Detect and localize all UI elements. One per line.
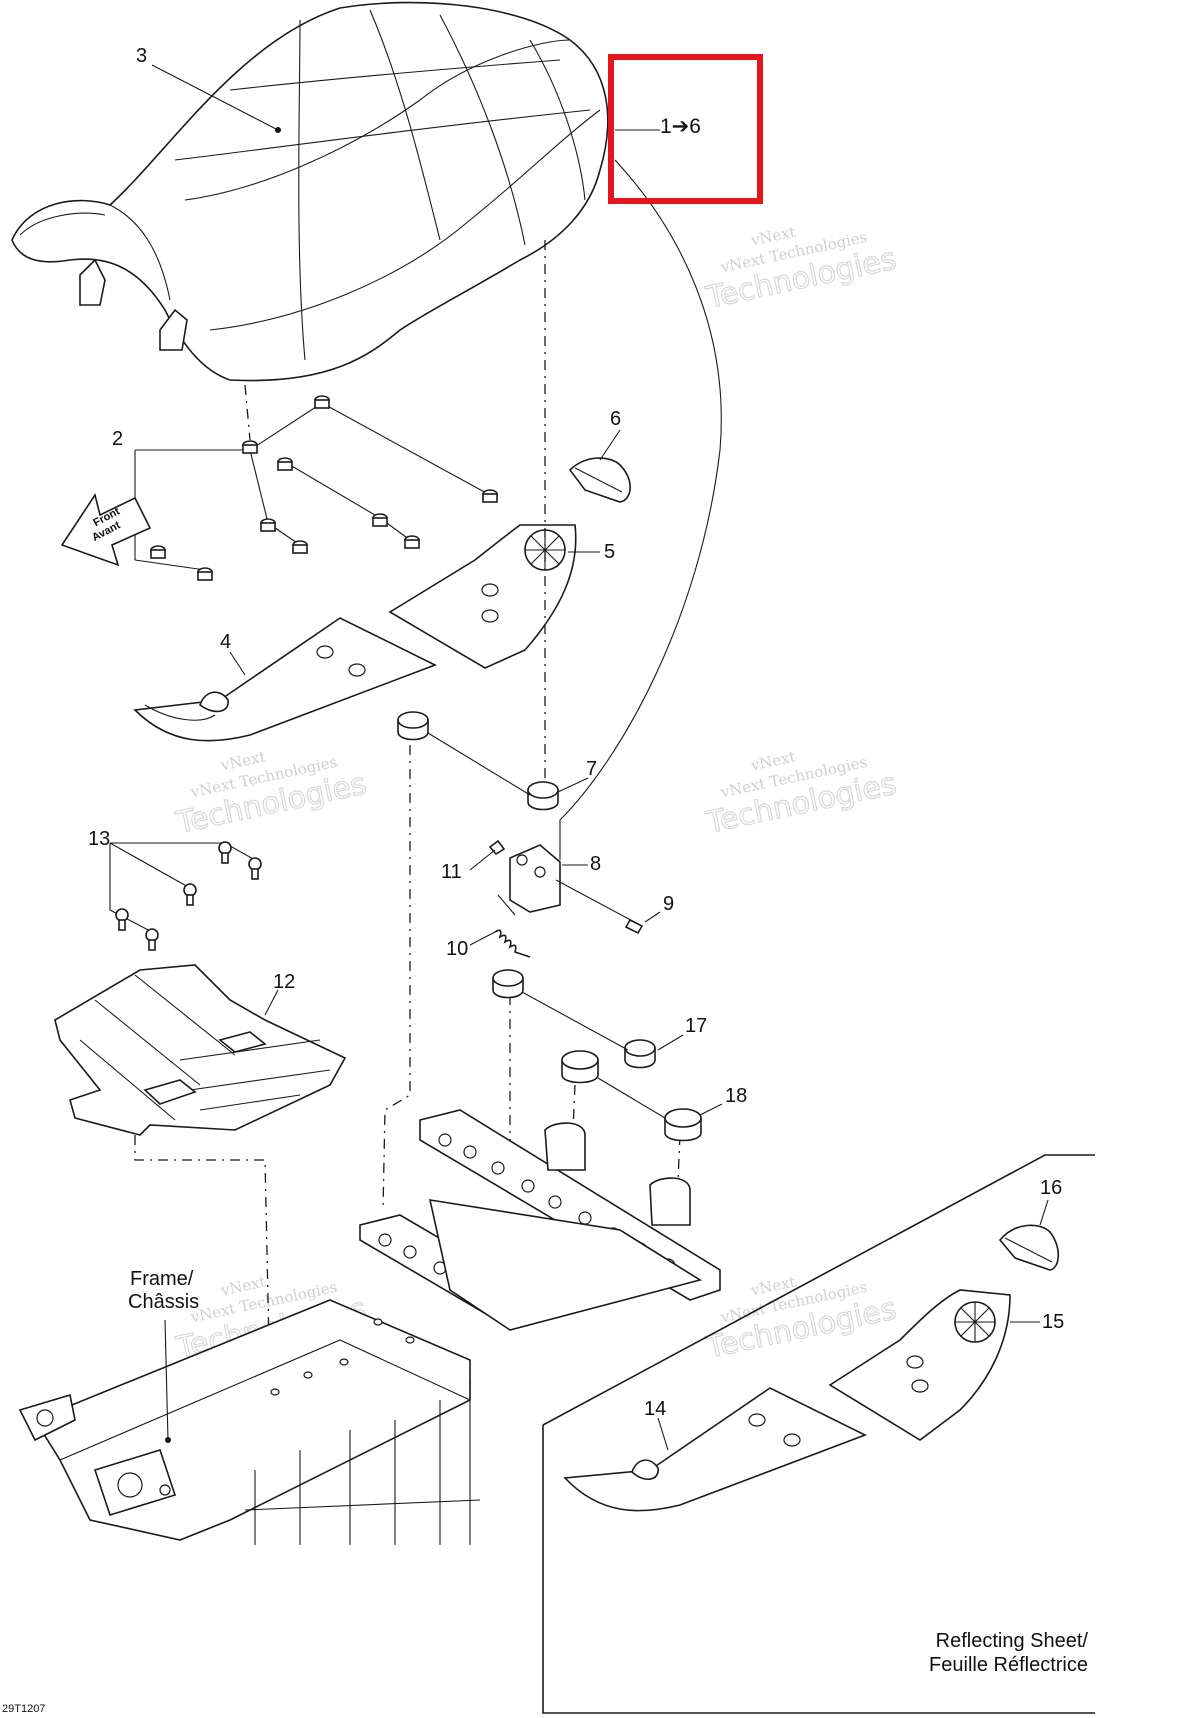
callout-18: 18 (725, 1085, 747, 1107)
callout-numbers: 3 2 6 5 4 7 13 8 11 9 10 12 17 18 16 15 … (88, 45, 1064, 1420)
skid-leader (134, 1135, 271, 1391)
callout-17: 17 (685, 1015, 707, 1037)
latch-assembly (488, 159, 722, 958)
callout-8: 8 (590, 853, 601, 875)
callout-9: 9 (663, 893, 674, 915)
callout-15: 15 (1042, 1311, 1064, 1333)
callout-2: 2 (112, 428, 123, 450)
reflecting-plate-5 (388, 524, 577, 669)
callout-1-6: 1➔6 (660, 115, 701, 138)
grommet-part-18 (561, 1050, 702, 1142)
callout-10: 10 (446, 938, 468, 960)
watermark-3: vNext vNext Technologies Technologies (172, 748, 370, 842)
nut-part-7 (397, 711, 559, 811)
callout-4: 4 (220, 631, 231, 653)
reflecting-plate-14 (563, 1387, 868, 1512)
reflecting-plate-4 (133, 617, 438, 742)
assembly-dash-lines (244, 240, 681, 1211)
skid-plate-12 (54, 964, 347, 1136)
watermark-6: vNext vNext Technologies Technologies (702, 1273, 900, 1367)
highlight-callout: 1➔6 (608, 54, 763, 204)
seat-part (11, 1, 609, 382)
bolt-group-13 (109, 841, 262, 951)
nut-part-17 (492, 969, 656, 1069)
frame-part (18, 1109, 721, 1545)
watermark-4: vNext vNext Technologies Technologies (702, 748, 900, 842)
frame-label-line2: Châssis (128, 1291, 199, 1313)
callout-16: 16 (1040, 1177, 1062, 1199)
cap-part-6 (568, 457, 631, 503)
frame-label-line1: Frame/ (130, 1268, 194, 1290)
callout-7: 7 (586, 758, 597, 780)
front-arrow: Front Avant (60, 493, 152, 567)
callout-13: 13 (88, 828, 110, 850)
callout-6: 6 (610, 408, 621, 430)
callout-11: 11 (441, 861, 462, 883)
doc-code: 29T1207 (2, 1703, 45, 1715)
callout-12: 12 (273, 971, 295, 993)
callout-14: 14 (644, 1398, 666, 1420)
reflect-label-line2: Feuille Réflectrice (929, 1654, 1088, 1676)
watermark-2: vNext vNext Technologies Technologies (702, 223, 900, 317)
cap-part-16 (998, 1224, 1060, 1271)
reflecting-plate-15 (828, 1289, 1011, 1441)
leader-lines (151, 64, 1049, 1451)
reflect-label-line1: Reflecting Sheet/ (936, 1630, 1089, 1652)
callout-5: 5 (604, 541, 615, 563)
reflecting-sheet-box (542, 1154, 1095, 1714)
callout-3: 3 (136, 45, 147, 67)
red-highlight-box (608, 54, 763, 204)
bumper-group (134, 395, 498, 581)
